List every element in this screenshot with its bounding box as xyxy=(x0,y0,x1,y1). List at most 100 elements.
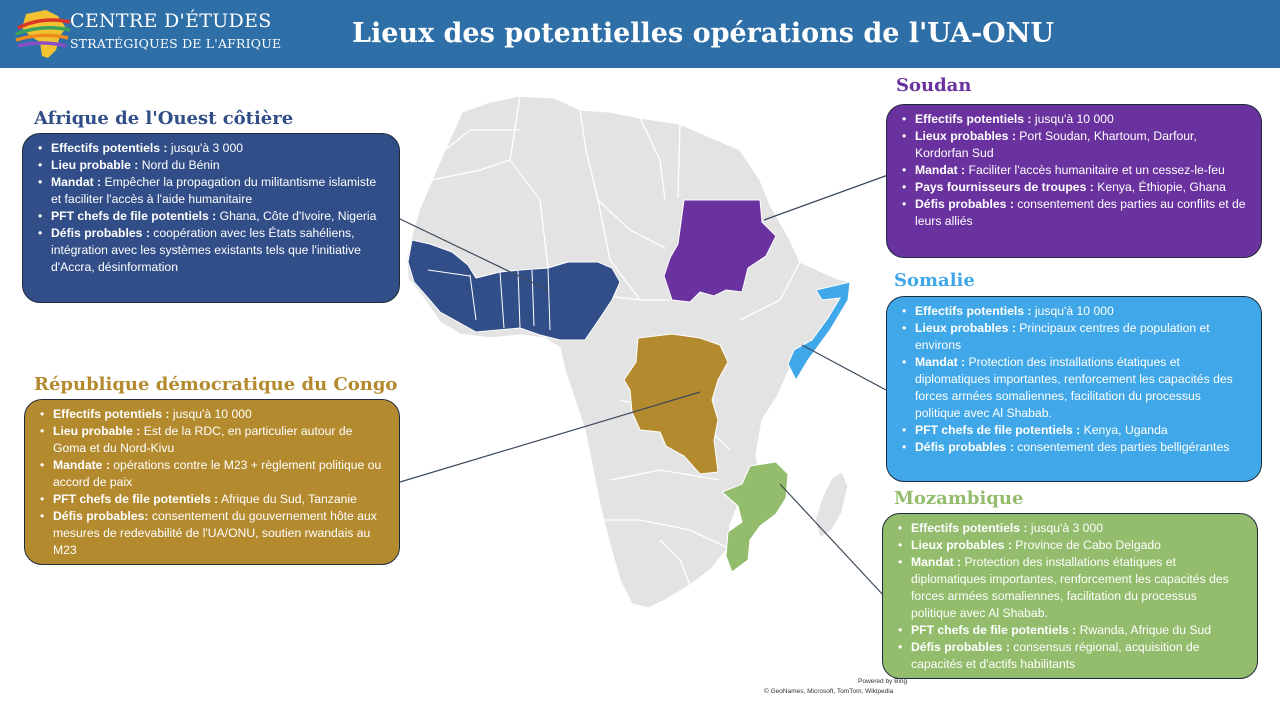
info-item-text: Principaux centres de population et envi… xyxy=(915,321,1210,352)
info-item-text: Rwanda, Afrique du Sud xyxy=(1076,623,1212,637)
somalia-highlight xyxy=(787,281,851,382)
africa-landmass xyxy=(406,95,851,609)
info-box-west: Effectifs potentiels : jusqu'à 3 000Lieu… xyxy=(22,133,400,303)
info-item: PFT chefs de file potentiels : Afrique d… xyxy=(40,491,387,508)
africa-map xyxy=(397,95,889,609)
info-item-text: consentement des parties au conflits et … xyxy=(915,197,1246,228)
info-item-label: Lieu probable : xyxy=(53,424,141,438)
info-item: Lieux probables : Province de Cabo Delga… xyxy=(898,537,1245,554)
mozambique-highlight xyxy=(721,461,789,573)
info-box-drc: Effectifs potentiels : jusqu'à 10 000Lie… xyxy=(24,399,400,565)
info-item-text: Protection des installations étatiques e… xyxy=(915,355,1233,420)
info-item-label: PFT chefs de file potentiels : xyxy=(911,623,1077,637)
info-item-text: Kenya, Uganda xyxy=(1080,423,1168,437)
info-item-label: PFT chefs de file potentiels : xyxy=(53,492,219,506)
info-item-label: Défis probables: xyxy=(53,509,149,523)
info-item-text: Port Soudan, Khartoum, Darfour, Kordorfa… xyxy=(915,129,1197,160)
info-item-label: Défis probables : xyxy=(911,640,1010,654)
credit-powered-by: Powered by Bing xyxy=(858,678,908,685)
info-item-text: Est de la RDC, en particulier autour de … xyxy=(53,424,353,455)
info-item: Défis probables : consentement des parti… xyxy=(902,196,1249,230)
info-item-label: PFT chefs de file potentiels : xyxy=(51,209,217,223)
info-item-label: Effectifs potentiels : xyxy=(915,112,1032,126)
info-item-label: Effectifs potentiels : xyxy=(911,521,1028,535)
info-item: Lieu probable : Est de la RDC, en partic… xyxy=(40,423,387,457)
info-item-label: Lieu probable : xyxy=(51,158,139,172)
header-bar: CENTRE D'ÉTUDES STRATÉGIQUES DE L'AFRIQU… xyxy=(0,0,1280,68)
info-item-label: Lieux probables : xyxy=(915,321,1016,335)
info-item-text: Faciliter l'accès humanitaire et un cess… xyxy=(965,163,1225,177)
info-item: PFT chefs de file potentiels : Ghana, Cô… xyxy=(38,208,387,225)
info-item: Défis probables : consentement des parti… xyxy=(902,439,1249,456)
info-item: Mandat : Protection des installations ét… xyxy=(902,354,1249,422)
info-item-text: Nord du Bénin xyxy=(138,158,220,172)
credit-sources: © GeoNames, Microsoft, TomTom, Wikipedia xyxy=(764,688,894,695)
info-item-label: Lieux probables : xyxy=(915,129,1016,143)
info-item-text: consentement du gouvernement hôte aux me… xyxy=(53,509,377,557)
info-item-text: jusqu'à 3 000 xyxy=(167,141,243,155)
info-item-label: Mandate : xyxy=(53,458,110,472)
info-item: Lieux probables : Principaux centres de … xyxy=(902,320,1249,354)
info-box-mozambique: Effectifs potentiels : jusqu'à 3 000Lieu… xyxy=(882,513,1258,679)
info-item-label: PFT chefs de file potentiels : xyxy=(915,423,1081,437)
madagascar-landmass xyxy=(814,471,849,539)
info-item-text: jusqu'à 10 000 xyxy=(169,407,252,421)
info-item-label: Défis probables : xyxy=(915,440,1014,454)
info-item-label: Effectifs potentiels : xyxy=(915,304,1032,318)
info-item-text: jusqu'à 10 000 xyxy=(1031,112,1114,126)
region-title-west: Afrique de l'Ouest côtière xyxy=(34,108,294,129)
info-item-label: Lieux probables : xyxy=(911,538,1012,552)
info-item: PFT chefs de file potentiels : Kenya, Ug… xyxy=(902,422,1249,439)
info-item: Mandat : Protection des installations ét… xyxy=(898,554,1245,622)
leader-lines xyxy=(397,174,889,597)
info-item: Mandat : Faciliter l'accès humanitaire e… xyxy=(902,162,1249,179)
info-box-somalia: Effectifs potentiels : jusqu'à 10 000Lie… xyxy=(886,296,1262,482)
info-item-label: Mandat : xyxy=(915,355,966,369)
drc-highlight xyxy=(623,333,729,475)
info-item: Défis probables: consentement du gouvern… xyxy=(40,508,387,559)
info-item-label: Mandat : xyxy=(915,163,966,177)
region-title-sudan: Soudan xyxy=(896,75,972,96)
info-item: Mandate : opérations contre le M23 + règ… xyxy=(40,457,387,491)
info-item-text: opérations contre le M23 + règlement pol… xyxy=(53,458,382,489)
region-title-mozambique: Mozambique xyxy=(894,488,1024,509)
brand-line2: STRATÉGIQUES DE L'AFRIQUE xyxy=(70,36,282,51)
info-item-label: Défis probables : xyxy=(915,197,1014,211)
info-item: Lieux probables : Port Soudan, Khartoum,… xyxy=(902,128,1249,162)
info-item: Mandat : Empêcher la propagation du mili… xyxy=(38,174,387,208)
info-item-text: consensus régional, acquisition de capac… xyxy=(911,640,1200,671)
info-item: Défis probables : consensus régional, ac… xyxy=(898,639,1245,673)
info-item: Pays fournisseurs de troupes : Kenya, Ét… xyxy=(902,179,1249,196)
info-item: Effectifs potentiels : jusqu'à 10 000 xyxy=(902,111,1249,128)
sudan-highlight xyxy=(663,199,777,303)
info-item: Effectifs potentiels : jusqu'à 10 000 xyxy=(902,303,1249,320)
info-item-label: Effectifs potentiels : xyxy=(53,407,170,421)
west-africa-highlight xyxy=(407,239,621,341)
info-item-label: Mandat : xyxy=(911,555,962,569)
info-item: Défis probables : coopération avec les É… xyxy=(38,225,387,276)
info-item-label: Effectifs potentiels : xyxy=(51,141,168,155)
info-item-text: jusqu'à 10 000 xyxy=(1031,304,1114,318)
info-item-text: Protection des installations étatiques e… xyxy=(911,555,1229,620)
page-title: Lieux des potentielles opérations de l'U… xyxy=(352,18,1054,49)
brand-line1: CENTRE D'ÉTUDES xyxy=(70,10,272,32)
info-item-text: Ghana, Côte d'Ivoire, Nigeria xyxy=(216,209,377,223)
info-item: Lieu probable : Nord du Bénin xyxy=(38,157,387,174)
info-item: Effectifs potentiels : jusqu'à 3 000 xyxy=(898,520,1245,537)
info-item-text: Province de Cabo Delgado xyxy=(1011,538,1161,552)
info-item-text: Kenya, Éthiopie, Ghana xyxy=(1093,180,1226,194)
info-item-text: jusqu'à 3 000 xyxy=(1027,521,1103,535)
info-box-sudan: Effectifs potentiels : jusqu'à 10 000Lie… xyxy=(886,104,1262,258)
info-item-text: coopération avec les États sahéliens, in… xyxy=(51,226,361,274)
info-item-text: Afrique du Sud, Tanzanie xyxy=(218,492,357,506)
info-item-text: Empêcher la propagation du militantisme … xyxy=(51,175,377,206)
region-title-somalia: Somalie xyxy=(894,270,975,291)
info-item: PFT chefs de file potentiels : Rwanda, A… xyxy=(898,622,1245,639)
region-title-drc: République démocratique du Congo xyxy=(34,374,398,395)
info-item: Effectifs potentiels : jusqu'à 3 000 xyxy=(38,140,387,157)
info-item: Effectifs potentiels : jusqu'à 10 000 xyxy=(40,406,387,423)
info-item-label: Défis probables : xyxy=(51,226,150,240)
info-item-label: Pays fournisseurs de troupes : xyxy=(915,180,1094,194)
info-item-label: Mandat : xyxy=(51,175,102,189)
info-item-text: consentement des parties belligérantes xyxy=(1013,440,1230,454)
